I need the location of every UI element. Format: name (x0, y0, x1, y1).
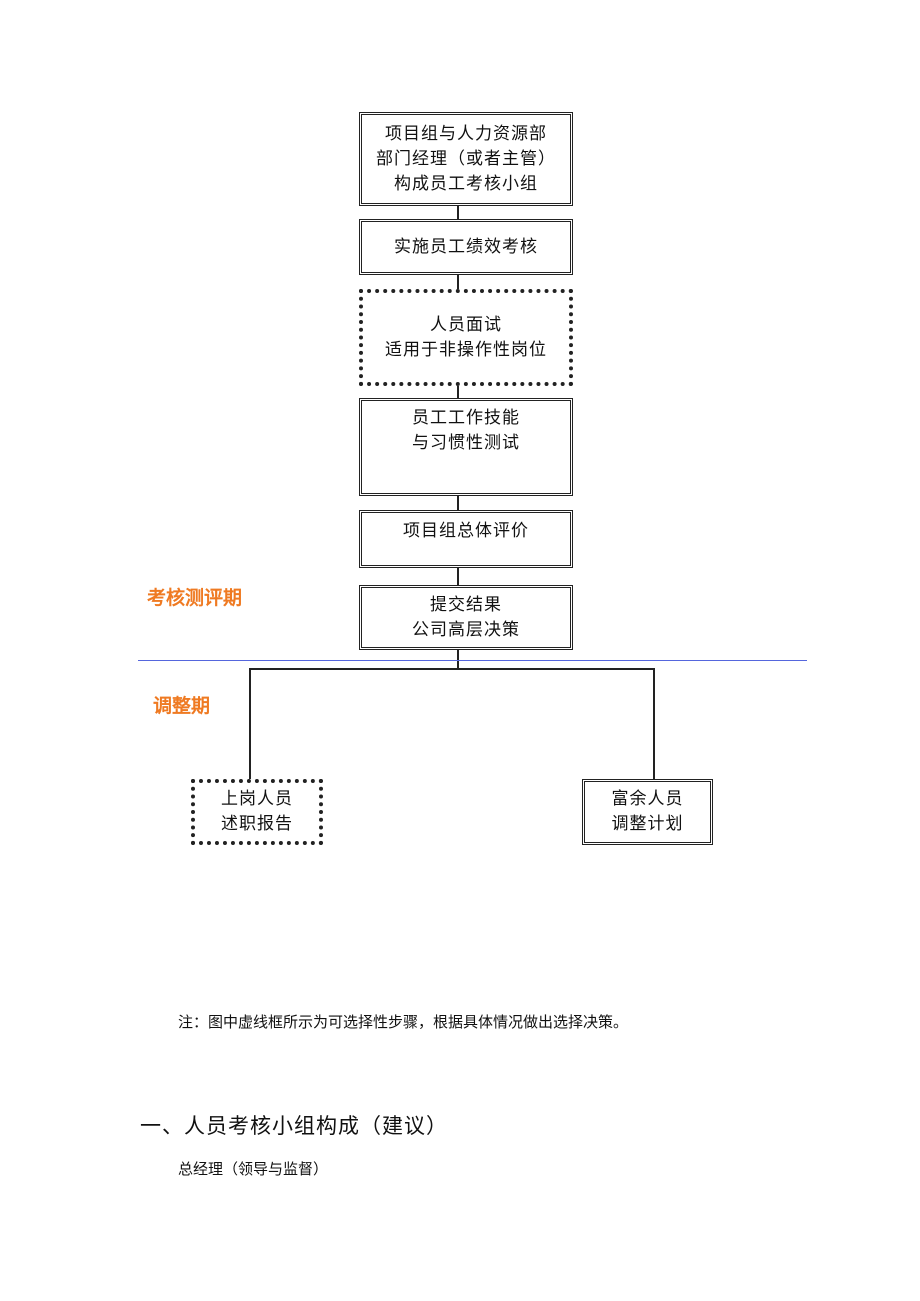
flow-step-interview-optional: 人员面试 适用于非操作性岗位 (359, 289, 573, 386)
phase-label-assessment: 考核测评期 (147, 587, 243, 609)
flow-branch-onboard-report: 上岗人员 述职报告 (191, 779, 323, 845)
flow-step-label: 员工工作技能 与习惯性测试 (412, 408, 520, 453)
section-item: 总经理（领导与监督） (178, 1160, 329, 1178)
connector-line (457, 568, 459, 585)
flow-branch-surplus-plan: 富余人员 调整计划 (582, 779, 713, 845)
flow-step-label: 项目组总体评价 (403, 520, 529, 541)
branch-line (249, 668, 655, 670)
flow-step-implement-assessment: 实施员工绩效考核 (359, 219, 573, 275)
phase-label-adjustment: 调整期 (153, 695, 211, 717)
flow-step-label: 上岗人员 述职报告 (221, 789, 293, 834)
connector-line (249, 668, 251, 780)
phase-divider (138, 660, 807, 661)
flow-step-label: 富余人员 调整计划 (611, 789, 684, 834)
flow-step-label: 人员面试 适用于非操作性岗位 (385, 314, 547, 360)
connector-line (457, 495, 459, 510)
flow-step-label: 实施员工绩效考核 (394, 236, 538, 257)
diagram-note: 注：图中虚线框所示为可选择性步骤，根据具体情况做出选择决策。 (178, 1013, 629, 1031)
connector-line (457, 275, 459, 290)
flow-step-label: 项目组与人力资源部 部门经理（或者主管） 构成员工考核小组 (376, 123, 556, 194)
flow-step-team-evaluation: 项目组总体评价 (359, 510, 573, 568)
connector-line (653, 668, 655, 780)
section-heading: 一、人员考核小组构成（建议） (140, 1114, 448, 1138)
flow-step-form-team: 项目组与人力资源部 部门经理（或者主管） 构成员工考核小组 (359, 112, 573, 206)
flow-step-skill-test: 员工工作技能 与习惯性测试 (359, 398, 573, 496)
connector-line (457, 205, 459, 220)
flow-step-submit-results: 提交结果 公司高层决策 (359, 585, 573, 650)
connector-line (457, 385, 459, 399)
flow-step-label: 提交结果 公司高层决策 (412, 594, 520, 640)
connector-line (457, 649, 459, 669)
